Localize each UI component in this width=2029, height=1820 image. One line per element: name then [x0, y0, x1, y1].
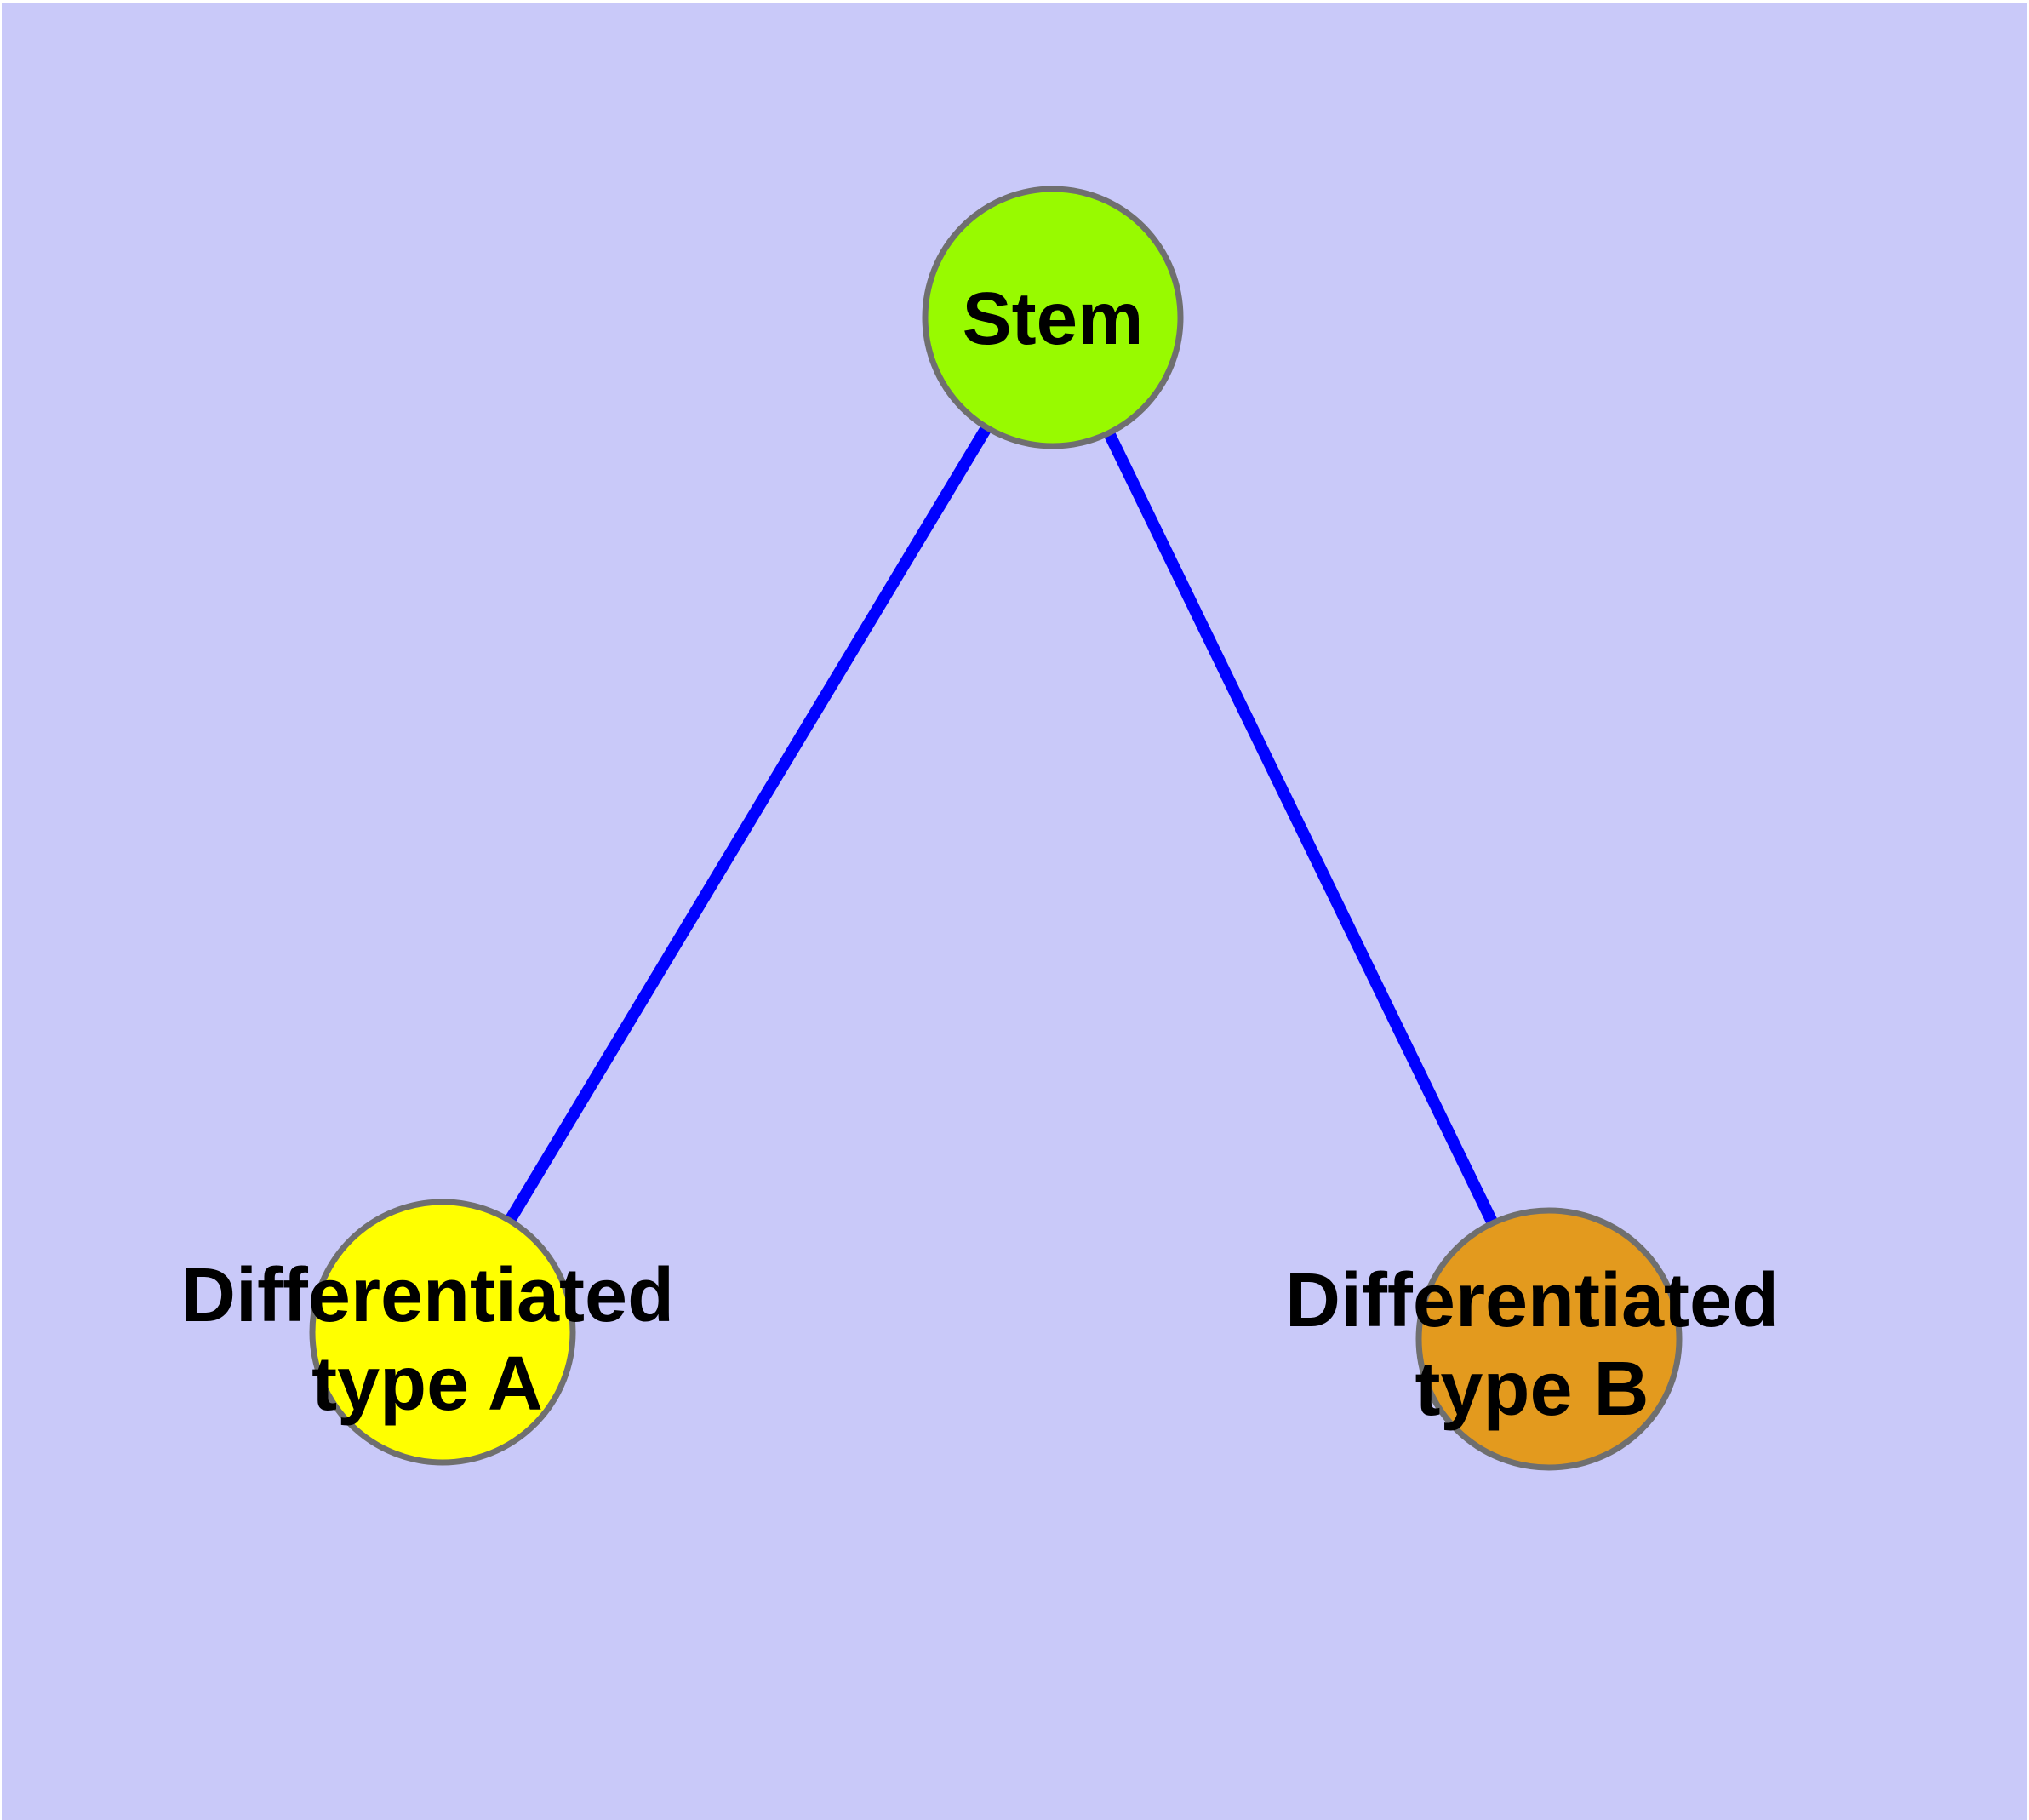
edge-stem-to-type-b: [1047, 314, 1555, 1342]
type-b-label-line1: Differentiated: [1284, 1258, 1780, 1343]
stem-node-label: Stem: [962, 278, 1144, 360]
type-a-node-circle: [309, 1199, 576, 1466]
type-b-node-circle: [1415, 1207, 1683, 1471]
type-a-node-label: Differentiated type A: [180, 1251, 674, 1428]
stem-node-circle: [922, 186, 1184, 449]
type-b-label-line2: type B: [1415, 1347, 1649, 1432]
edge-stem-to-type-a: [437, 314, 1058, 1336]
type-b-node-label: Differentiated type B: [1285, 1256, 1779, 1434]
type-a-label-line1: Differentiated: [180, 1253, 675, 1338]
type-a-label-line2: type A: [311, 1342, 543, 1427]
